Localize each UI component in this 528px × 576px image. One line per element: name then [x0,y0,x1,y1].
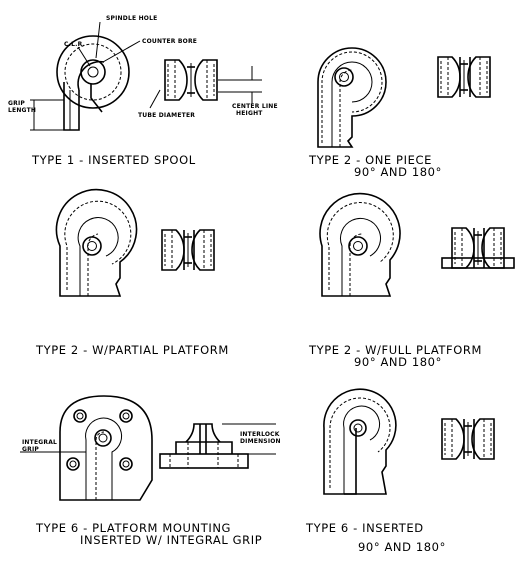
type2-one-piece-caption-line1: TYPE 2 - ONE PIECE [308,153,432,167]
counter-bore-label: COUNTER BORE [142,38,197,45]
grip-label: GRIP [8,100,25,107]
panel-type2-one-piece: TYPE 2 - ONE PIECE 90° AND 180° [308,47,491,179]
panel-type2-partial: TYPE 2 - W/PARTIAL PLATFORM [35,188,229,357]
panel-type2-full: TYPE 2 - W/FULL PLATFORM 90° AND 180° [308,192,515,369]
panel-type1: SPINDLE HOLE C.L.R. COUNTER BORE GRIP LE… [8,15,278,167]
clr-label: C.L.R. [64,41,85,48]
type1-end-view [164,59,218,101]
interlock-label: INTERLOCK [240,431,280,438]
tube-diameter-label: TUBE DIAMETER [138,112,195,119]
type2-one-piece-end-view [437,56,491,98]
panel-type6-inserted: TYPE 6 - INSERTED 90° AND 180° [305,388,495,554]
type2-partial-side-view [55,188,138,297]
spindle-hole-label: SPINDLE HOLE [106,15,157,22]
type6-inserted-side-view [323,388,397,495]
type6-platform-side-view [20,395,153,501]
type2-one-piece-side-view [317,47,387,148]
type6-inserted-end-view [441,418,495,460]
type1-caption: TYPE 1 - INSERTED SPOOL [31,153,196,167]
type6-inserted-caption-line2: 90° AND 180° [358,540,446,554]
type2-partial-caption: TYPE 2 - W/PARTIAL PLATFORM [35,343,229,357]
length-label: LENGTH [8,107,36,114]
grip-label-2: GRIP [22,446,39,453]
type2-full-caption-line1: TYPE 2 - W/FULL PLATFORM [308,343,482,357]
type6-platform-caption-line2: INSERTED W/ INTEGRAL GRIP [80,533,262,547]
type2-partial-end-view [161,229,215,271]
type6-platform-end-view [159,423,276,469]
type6-platform-caption-line1: TYPE 6 - PLATFORM MOUNTING [35,521,231,535]
panel-type6-platform: INTEGRAL GRIP INTERLOCK DIMENSION TYPE 6… [20,395,281,547]
type2-full-end-view [441,227,515,269]
type2-full-caption-line2: 90° AND 180° [354,355,442,369]
height-label: HEIGHT [236,110,263,117]
dimension-label: DIMENSION [240,438,281,445]
type2-one-piece-caption-line2: 90° AND 180° [354,165,442,179]
integral-label: INTEGRAL [22,439,57,446]
type6-inserted-caption-line1: TYPE 6 - INSERTED [305,521,424,535]
center-line-label: CENTER LINE [232,103,278,110]
type1-side-view [30,35,130,131]
type2-full-side-view [319,192,401,297]
